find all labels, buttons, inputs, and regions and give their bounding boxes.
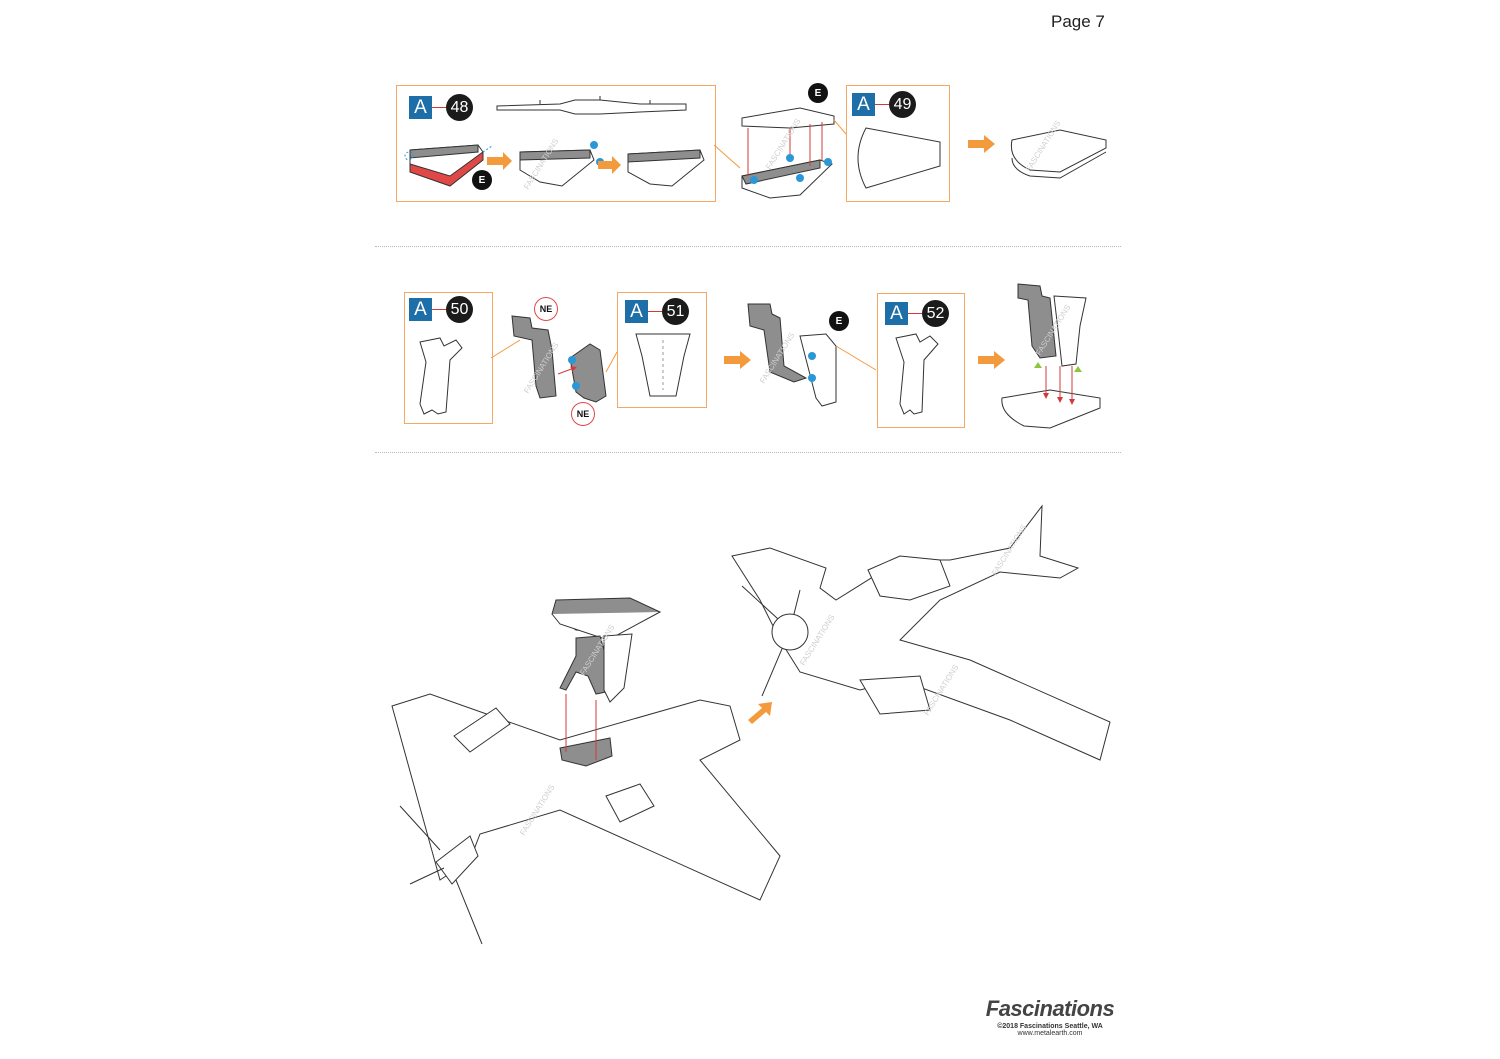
section-divider xyxy=(375,452,1121,453)
brand-logo: Fascinations xyxy=(985,996,1115,1021)
process-arrow xyxy=(748,702,772,724)
sheet-badge: A xyxy=(409,96,432,119)
copyright-text: ©2018 Fascinations Seattle, WA xyxy=(997,1023,1103,1030)
brand-footer: Fascinations ©2018 Fascinations Seattle,… xyxy=(976,996,1124,1037)
connector-line xyxy=(432,106,446,109)
process-arrow xyxy=(724,351,751,369)
part-gray-pair xyxy=(511,315,607,403)
connector-line xyxy=(648,310,662,313)
airplane-finished xyxy=(731,504,1111,761)
tag-ne-label: NE xyxy=(534,297,558,321)
tag-e-label: E xyxy=(472,170,492,190)
part-tray-step2 xyxy=(519,141,604,187)
process-arrow xyxy=(978,351,1005,369)
part-base-result xyxy=(1010,129,1107,179)
part-tray-step3 xyxy=(627,149,705,187)
part-tray-red xyxy=(404,144,493,187)
step-number: 48 xyxy=(446,94,473,121)
step-number: 50 xyxy=(446,296,473,323)
process-arrow xyxy=(968,135,995,153)
website-link[interactable]: www.metalearth.com xyxy=(1017,1030,1083,1037)
part-strip-48 xyxy=(496,96,687,115)
connector-line xyxy=(908,312,922,315)
sheet-badge: A xyxy=(885,302,908,325)
step-number: 51 xyxy=(662,298,689,325)
process-arrow xyxy=(598,156,621,174)
sheet-badge: A xyxy=(625,300,648,323)
part-assembly-50-51 xyxy=(747,303,837,407)
step-48-label: A 48 xyxy=(409,94,473,121)
step-52-label: A 52 xyxy=(885,300,949,327)
sheet-badge: A xyxy=(852,93,875,116)
connector-line xyxy=(432,308,446,311)
step-50-label: A 50 xyxy=(409,296,473,323)
page-number: Page 7 xyxy=(1051,12,1105,31)
step-number: 49 xyxy=(889,91,916,118)
section-divider xyxy=(375,246,1121,247)
part-50 xyxy=(419,337,463,415)
step-51-label: A 51 xyxy=(625,298,689,325)
tag-e-label: E xyxy=(829,311,849,331)
airplane-unassembled xyxy=(391,693,781,945)
stand-assembly-drop xyxy=(551,597,662,760)
step-number: 52 xyxy=(922,300,949,327)
part-52 xyxy=(895,333,939,415)
tag-ne-label: NE xyxy=(571,402,595,426)
sheet-badge: A xyxy=(409,298,432,321)
process-arrow xyxy=(487,152,512,170)
part-stand-result xyxy=(1001,283,1101,429)
part-49 xyxy=(857,127,941,189)
connector-line xyxy=(875,103,889,106)
tag-e-label: E xyxy=(808,83,828,103)
step-49-label: A 49 xyxy=(852,91,916,118)
part-tray-assembly xyxy=(741,107,835,199)
